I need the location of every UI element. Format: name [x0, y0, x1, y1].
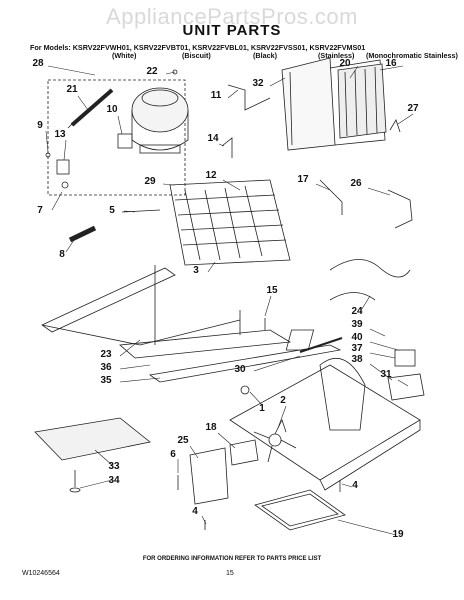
- screw: [45, 152, 51, 158]
- callout-4: 4: [352, 480, 358, 491]
- wire-harness: [329, 259, 411, 301]
- tube-14: [221, 137, 233, 158]
- heater-8: [68, 225, 97, 243]
- page-number: 15: [226, 570, 234, 577]
- callout-18: 18: [205, 422, 217, 433]
- grommet: [61, 181, 69, 189]
- callout-30: 30: [234, 364, 246, 375]
- callout-33: 33: [108, 461, 120, 472]
- frame-rails: [41, 265, 342, 383]
- condenser-fan: [253, 418, 297, 463]
- callout-27: 27: [407, 103, 419, 114]
- leader-lines: [45, 65, 414, 536]
- motor-bracket: [189, 447, 229, 505]
- callout-23: 23: [100, 349, 112, 360]
- callout-8: 8: [59, 249, 65, 260]
- callout-28: 28: [32, 58, 44, 69]
- callout-5: 5: [109, 205, 115, 216]
- callout-3: 3: [193, 265, 199, 276]
- control-board: [394, 349, 416, 367]
- callout-13: 13: [54, 129, 66, 140]
- page-title: UNIT PARTS: [182, 22, 282, 39]
- wire-17: [319, 179, 343, 215]
- callout-17: 17: [297, 174, 309, 185]
- tube-5: [121, 209, 161, 213]
- color-white: (White): [112, 51, 137, 60]
- callout-19: 19: [392, 529, 404, 540]
- leveling-foot: [69, 487, 81, 493]
- screw-22: [172, 69, 178, 75]
- color-stainless: (Stainless): [318, 51, 355, 60]
- callout-31: 31: [380, 369, 392, 380]
- callout-34: 34: [108, 475, 120, 486]
- callout-32: 32: [252, 78, 264, 89]
- callout-9: 9: [37, 120, 43, 131]
- grommet-1: [240, 385, 250, 395]
- callout-26: 26: [350, 178, 362, 189]
- callout-14: 14: [207, 133, 219, 144]
- callout-16: 16: [385, 58, 397, 69]
- ordering-note: FOR ORDERING INFORMATION REFER TO PARTS …: [142, 556, 322, 562]
- callout-2: 2: [280, 395, 286, 406]
- callout-25: 25: [177, 435, 189, 446]
- control-cover: [285, 329, 315, 351]
- callout-35: 35: [100, 375, 112, 386]
- clip-27: [389, 119, 401, 133]
- color-biscuit: (Biscuit): [182, 51, 211, 60]
- callout-21: 21: [66, 84, 78, 95]
- callout-12: 12: [205, 170, 217, 181]
- callout-38: 38: [351, 354, 363, 365]
- callout-6: 6: [170, 449, 176, 460]
- condenser: [281, 57, 387, 151]
- drain-pan-inner: [261, 493, 339, 527]
- callout-7: 7: [37, 205, 43, 216]
- control-box: [387, 373, 425, 401]
- callout-4: 4: [192, 506, 198, 517]
- access-cover: [34, 417, 151, 461]
- evaporator-coil: [169, 179, 291, 266]
- callout-20: 20: [339, 58, 351, 69]
- watermark: AppliancePartsPros.com: [106, 4, 358, 29]
- callout-37: 37: [351, 343, 363, 354]
- filter-drier: [67, 88, 114, 129]
- callout-24: 24: [351, 306, 363, 317]
- relay: [117, 133, 133, 149]
- color-mono-stainless: (Monochromatic Stainless): [366, 51, 458, 60]
- callout-39: 39: [351, 319, 363, 330]
- drain-pan: [254, 489, 346, 531]
- tube-26: [387, 189, 413, 229]
- document-number: W10246564: [22, 570, 60, 577]
- callout-40: 40: [351, 332, 363, 343]
- fan-motor: [229, 439, 259, 466]
- callout-11: 11: [211, 90, 222, 101]
- callout-22: 22: [146, 66, 158, 77]
- callout-10: 10: [106, 104, 118, 115]
- callout-36: 36: [100, 362, 112, 373]
- callout-15: 15: [266, 285, 278, 296]
- color-black: (Black): [253, 51, 277, 60]
- compressor: [131, 87, 189, 154]
- base-pan: [229, 357, 421, 491]
- overload: [56, 159, 70, 175]
- callout-29: 29: [144, 176, 156, 187]
- callout-1: 1: [259, 403, 265, 414]
- tube: [227, 84, 271, 111]
- models-line: For Models: KSRV22FVWH01, KSRV22FVBT01, …: [30, 43, 366, 52]
